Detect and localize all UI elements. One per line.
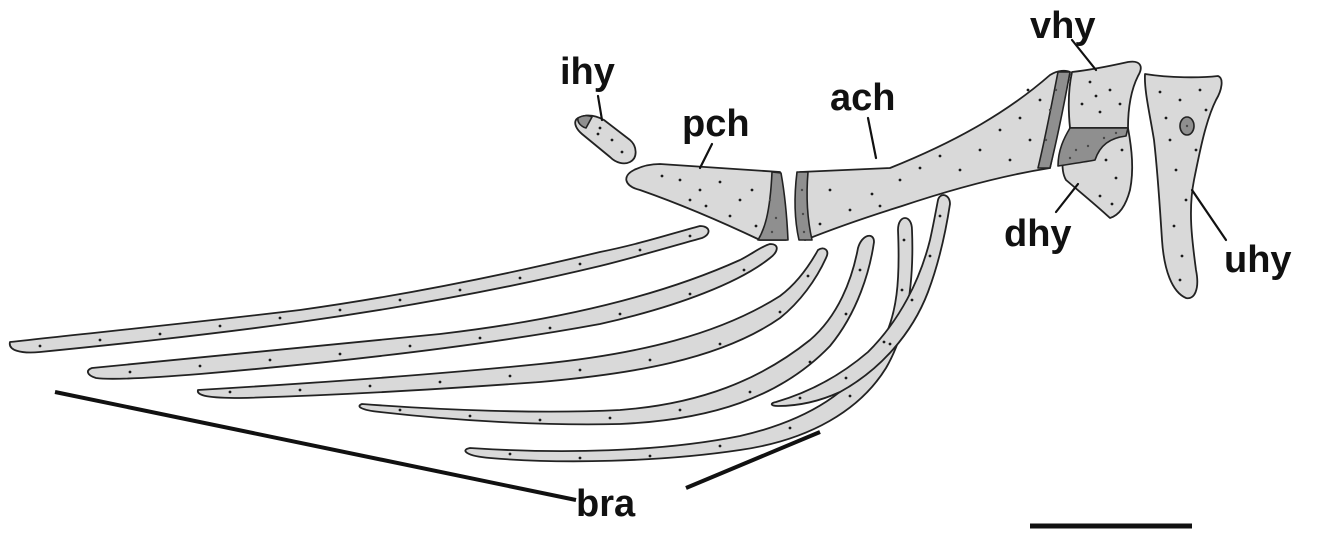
branchiostegal-ray-1 [10,226,709,353]
label-bra: bra [576,483,636,525]
interhyal [575,116,635,164]
label-ihy: ihy [560,51,615,93]
bracket-bra-left [55,392,576,500]
leader-pch [700,144,712,168]
label-uhy: uhy [1224,239,1292,281]
label-vhy: vhy [1030,5,1095,47]
ventral-hypohyal [1069,62,1141,128]
label-pch: pch [682,103,750,145]
label-dhy: dhy [1004,213,1072,255]
leader-ach [868,118,876,158]
leader-ihy [598,96,602,120]
leader-uhy [1192,190,1226,240]
leader-dhy [1056,184,1078,212]
label-ach: ach [830,77,895,119]
dorsal-hypohyal [1058,128,1132,218]
urohyal [1145,74,1222,298]
